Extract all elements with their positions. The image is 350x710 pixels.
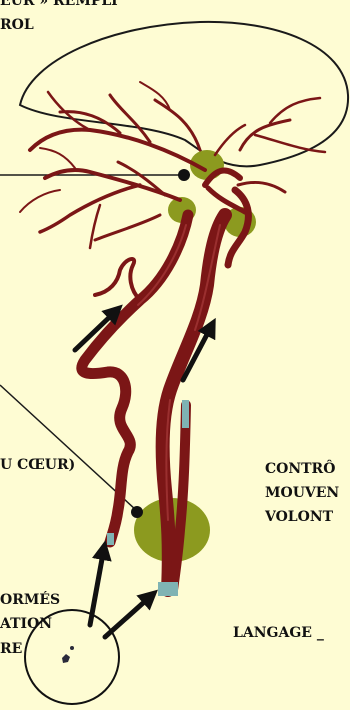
label-heart: U CŒUR): [0, 456, 75, 475]
stem-tip-bottom: [158, 582, 178, 596]
label-formed-3: RE: [0, 640, 22, 659]
label-top-left-1: EUR » REMPLI: [0, 0, 118, 11]
label-language: LANGAGE _: [233, 624, 324, 643]
label-top-left-2: ROL: [0, 16, 34, 35]
label-formed-1: ORMÉS: [0, 591, 60, 610]
label-control-3: VOLONT: [265, 508, 333, 527]
pointer-dot-upper: [178, 169, 190, 181]
upper-branches: [20, 82, 325, 248]
brain-outline: [20, 22, 348, 166]
label-control-2: MOUVEN: [265, 484, 339, 503]
main-vessels: [82, 190, 249, 590]
label-control-1: CONTRÔ: [265, 460, 335, 479]
stem-tip-top: [182, 400, 189, 428]
pointer-dot-lower: [131, 506, 143, 518]
stem-tip-left: [107, 533, 114, 545]
cell-speck: [62, 654, 70, 663]
label-formed-2: ATION: [0, 615, 52, 634]
cell-speck: [70, 646, 74, 650]
